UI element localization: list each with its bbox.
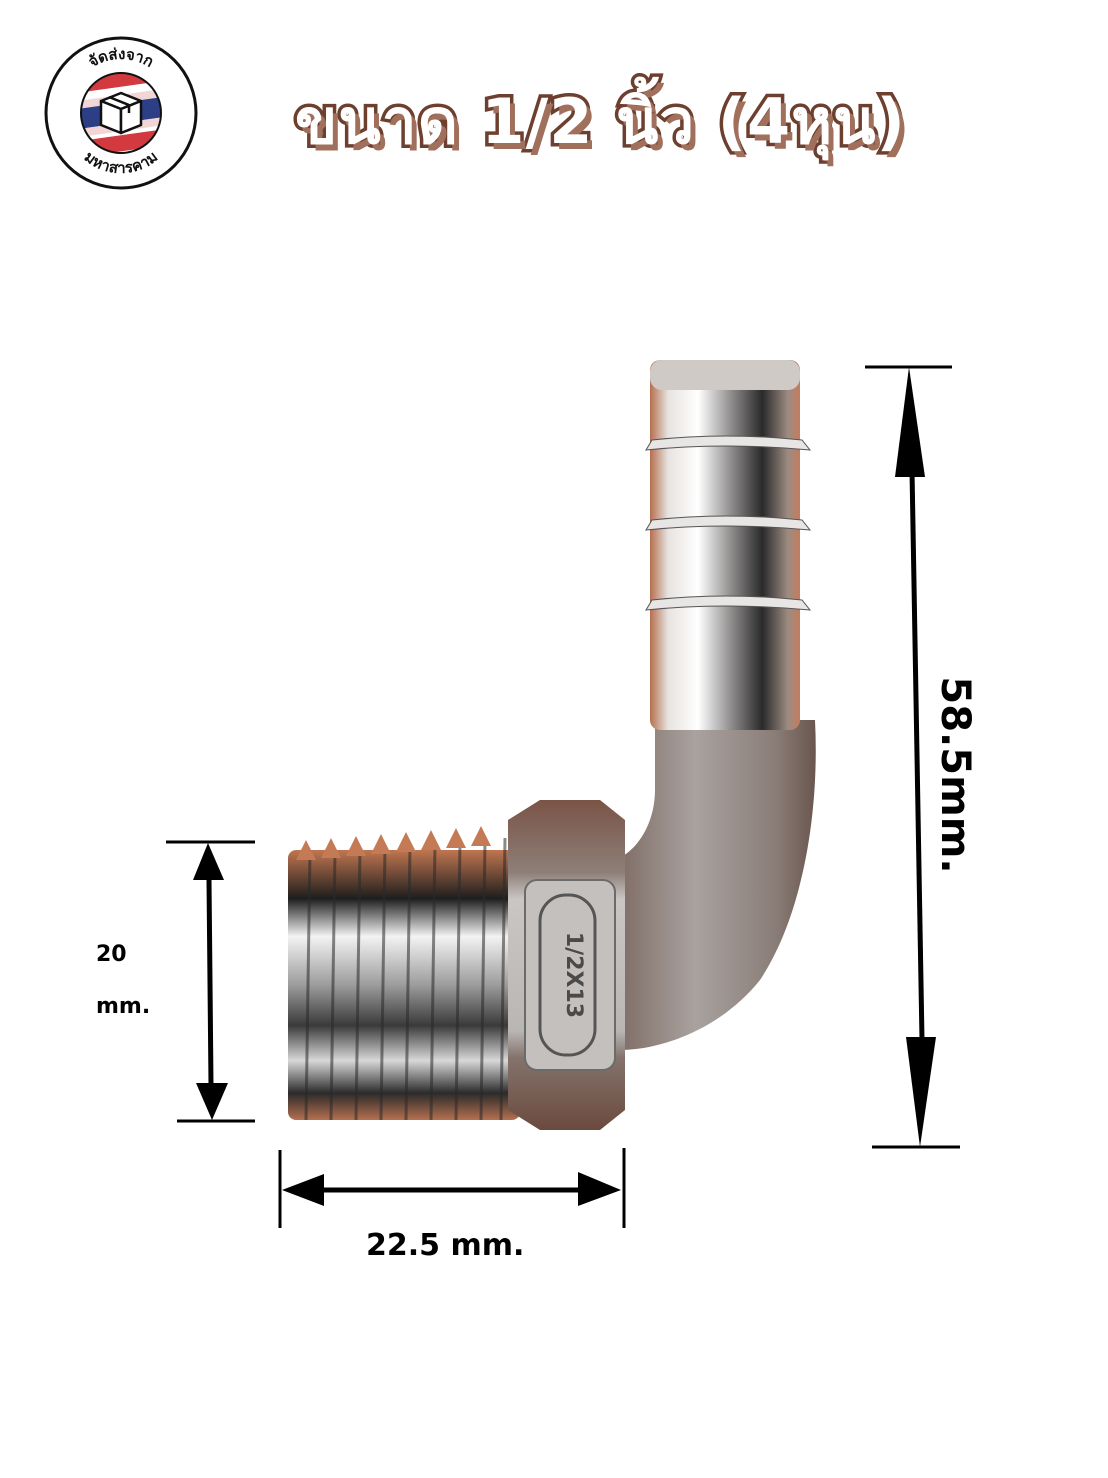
- thread-height-unit-label: mm.: [96, 994, 151, 1019]
- ship-from-logo-badge: จัดส่งจาก มหาสารคาม: [43, 35, 199, 191]
- height-dimension-label: 58.5mm.: [932, 676, 978, 874]
- thread-length-label: 22.5 mm.: [366, 1228, 525, 1263]
- size-title: ขนาด 1/2 นิ้ว (4หุน): [292, 82, 909, 162]
- package-box-icon: [99, 91, 143, 135]
- elbow-fitting-image: 1/2X13: [288, 360, 816, 1130]
- thread-height-dimension-arrow: [166, 840, 255, 1123]
- thread-length-dimension-arrow: [278, 1148, 626, 1228]
- hex-marking-text: 1/2X13: [561, 932, 586, 1018]
- thread-height-value-label: 20: [96, 942, 127, 967]
- height-dimension-arrow: [865, 365, 960, 1149]
